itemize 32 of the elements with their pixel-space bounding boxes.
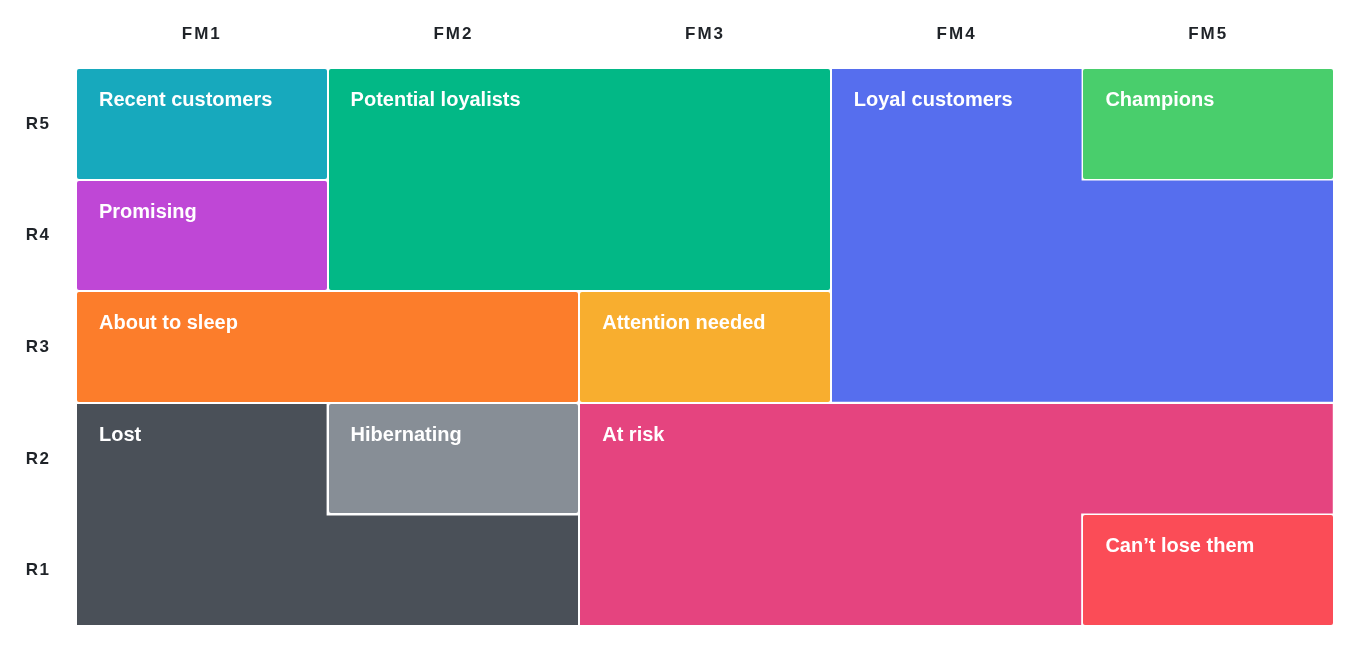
column-header: FM5 [1188, 23, 1229, 45]
segment-label: At risk [602, 421, 665, 447]
segment-label: Can’t lose them [1105, 533, 1255, 559]
segment-block [328, 69, 830, 291]
row-header: R5 [25, 112, 51, 135]
segment-label: Potential loyalists [350, 87, 521, 112]
row-header: R4 [25, 224, 51, 247]
segment-block [831, 69, 1333, 402]
segment-label: Hibernating [350, 421, 462, 447]
row-header: R2 [25, 447, 51, 470]
segment-block [1083, 515, 1333, 625]
segment-label: Lost [99, 421, 142, 447]
segment-block [77, 69, 327, 179]
column-header: FM2 [433, 23, 474, 45]
segment-block [328, 403, 579, 514]
segment-label: Champions [1105, 87, 1215, 112]
segment-label: About to sleep [99, 310, 238, 336]
segment-label: Loyal customers [853, 87, 1013, 112]
segment-block [580, 403, 1333, 625]
segment-block [1083, 69, 1333, 179]
segment-label: Promising [99, 198, 197, 224]
row-header: R3 [25, 336, 51, 358]
column-header: FM4 [936, 23, 977, 45]
row-header: R1 [25, 559, 51, 582]
column-header: FM1 [181, 23, 222, 45]
column-header: FM3 [685, 23, 725, 45]
segment-label: Attention needed [602, 310, 766, 336]
segment-block [77, 403, 579, 625]
segment-label: Recent customers [99, 87, 273, 112]
segment-block [77, 180, 327, 291]
segment-block [580, 292, 830, 402]
segment-block [77, 292, 579, 402]
